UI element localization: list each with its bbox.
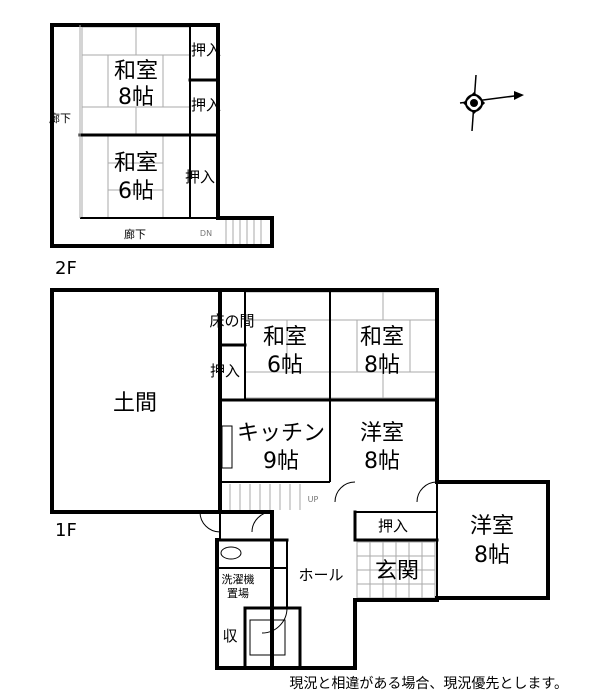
room-washitsu-8-2f-name: 和室 — [114, 59, 158, 84]
door-swing — [334, 481, 356, 503]
sink-icon — [221, 425, 233, 469]
door-swing — [261, 607, 288, 634]
stairs-up-label: UP — [308, 495, 319, 504]
corridor-2f-bottom: 廊下 — [124, 227, 146, 241]
stairs-1f — [229, 484, 301, 510]
room-washitsu-8-1f-size: 8帖 — [364, 353, 400, 378]
door-swing — [251, 511, 273, 533]
room-youshitsu-center-name: 洋室 — [360, 421, 404, 446]
room-oshiire-1f-right: 押入 — [378, 517, 408, 535]
compass-icon — [459, 74, 524, 132]
room-doma: 土間 — [113, 391, 157, 416]
room-washitsu-6-1f-name: 和室 — [263, 325, 307, 350]
floor-label-1f: 1F — [55, 520, 77, 541]
toilet-icon — [220, 546, 242, 560]
room-washitsu-6-2f-name: 和室 — [114, 151, 158, 176]
room-genkan: 玄関 — [375, 559, 419, 584]
floor-1f: 土間 床の間 和室 6帖 和室 8帖 押入 キッチン 9帖 洋室 8帖 洋室 8… — [50, 288, 550, 670]
room-laundry-line2: 置場 — [227, 587, 249, 600]
door-swing — [199, 511, 221, 533]
room-washitsu-8-2f-size: 8帖 — [118, 85, 154, 110]
oshiire-2f-1: 押入 — [191, 41, 221, 59]
room-storage: 収 — [222, 627, 237, 645]
room-laundry-line1: 洗濯機 — [222, 572, 255, 586]
oshiire-2f-2: 押入 — [191, 96, 221, 114]
room-youshitsu-center-size: 8帖 — [364, 449, 400, 474]
room-kitchen-size: 9帖 — [263, 449, 299, 474]
shower-icon — [249, 619, 286, 656]
oshiire-2f-3: 押入 — [185, 168, 215, 186]
corridor-2f-left: 廊下 — [49, 111, 71, 125]
stairs-dn-label: DN — [200, 229, 212, 238]
room-oshiire-1f-left: 押入 — [210, 362, 240, 380]
floor-label-2f: 2F — [55, 258, 77, 279]
disclaimer-note: 現況と相違がある場合、現況優先とします。 — [289, 676, 568, 692]
room-washitsu-6-1f-size: 6帖 — [267, 353, 303, 378]
room-washitsu-6-2f-size: 6帖 — [118, 179, 154, 204]
room-tokonoma: 床の間 — [209, 312, 254, 330]
stairs-2f — [225, 220, 262, 244]
room-hall: ホール — [298, 566, 343, 584]
room-kitchen-name: キッチン — [237, 421, 325, 446]
room-youshitsu-right-name: 洋室 — [470, 514, 514, 539]
floor-2f: 和室 8帖 和室 6帖 押入 押入 押入 廊下 廊下 DN 2F — [49, 23, 274, 279]
door-swing — [416, 481, 438, 503]
room-washitsu-8-1f-name: 和室 — [360, 325, 404, 350]
room-youshitsu-right-size: 8帖 — [474, 543, 510, 568]
